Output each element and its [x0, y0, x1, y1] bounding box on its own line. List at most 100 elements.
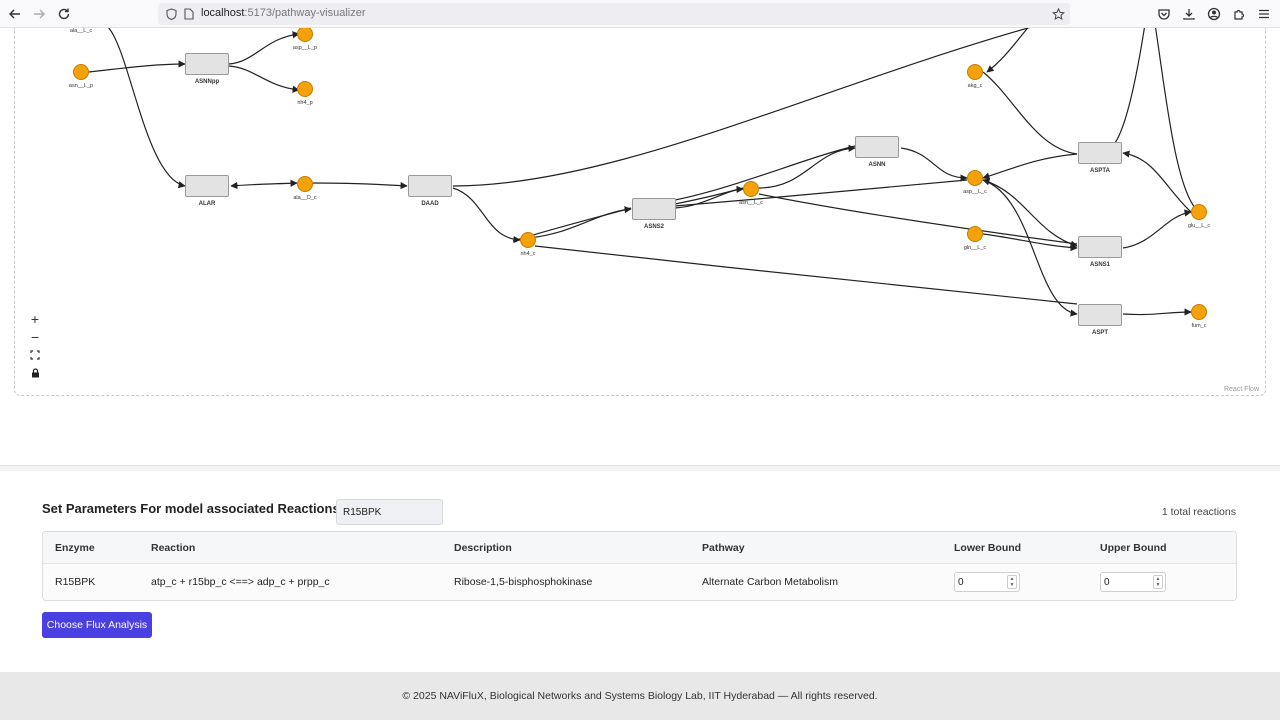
table-row: R15BPK atp_c + r15bp_c <==> adp_c + prpp… — [43, 564, 1236, 600]
cell-description: Ribose-1,5-bisphosphokinase — [454, 576, 593, 588]
reaction-label: ASNNpp — [194, 79, 220, 85]
flow-edge — [1114, 28, 1145, 144]
lower-bound-input[interactable]: 0 ▲▼ — [954, 572, 1020, 592]
choose-flux-analysis-button[interactable]: Choose Flux Analysis — [42, 612, 152, 638]
flow-edge — [1122, 209, 1192, 249]
reaction-node-alar[interactable] — [185, 175, 229, 197]
reload-icon[interactable] — [54, 4, 74, 24]
flow-edge — [1154, 28, 1198, 211]
reaction-label: ALAR — [198, 201, 216, 207]
address-bar[interactable]: localhost:5173/pathway-visualizer — [158, 3, 1070, 25]
flow-edge — [230, 179, 298, 190]
flow-edge — [534, 245, 1078, 305]
column-header-reaction: Reaction — [151, 542, 196, 554]
column-header-lower-bound: Lower Bound — [954, 542, 1022, 554]
footer-text: © 2025 NAViFluX, Biological Networks and… — [402, 690, 878, 702]
back-icon[interactable] — [5, 4, 25, 24]
metabolite-label: asp__L_c — [963, 189, 987, 195]
page-icon — [182, 7, 196, 21]
flow-edge — [674, 179, 968, 207]
metabolite-node-ala-d-c[interactable] — [297, 176, 313, 192]
flow-edge — [312, 182, 408, 190]
menu-icon[interactable] — [1254, 4, 1274, 24]
flow-edge — [982, 153, 1078, 180]
metabolite-label: asp__L_p — [292, 45, 318, 51]
cell-pathway: Alternate Carbon Metabolism — [702, 576, 838, 588]
spinner-icon[interactable]: ▲▼ — [1153, 575, 1163, 589]
flow-edge — [107, 28, 186, 189]
metabolite-label: akg_c — [967, 83, 983, 89]
flow-edge — [674, 145, 856, 201]
spinner-icon[interactable]: ▲▼ — [1007, 575, 1017, 589]
metabolite-node-asp-l-c[interactable] — [967, 170, 983, 186]
reaction-node-asnnpp[interactable] — [185, 53, 229, 75]
reaction-node-asns1[interactable] — [1078, 236, 1122, 258]
column-header-upper-bound: Upper Bound — [1100, 542, 1167, 554]
flow-edge — [88, 60, 186, 73]
metabolite-node-asn-l-p[interactable] — [73, 64, 89, 80]
flow-edge — [228, 31, 300, 65]
footer: © 2025 NAViFluX, Biological Networks and… — [0, 672, 1280, 720]
reaction-search-input[interactable] — [336, 499, 443, 525]
lock-button[interactable] — [27, 364, 43, 382]
flow-edge — [452, 28, 1031, 187]
zoom-in-button[interactable]: + — [30, 311, 40, 327]
metabolite-node-glu-l-c[interactable] — [1191, 204, 1207, 220]
zoom-out-button[interactable]: − — [30, 329, 40, 345]
metabolite-node-nh4-c[interactable] — [520, 232, 536, 248]
metabolite-label: ala__D_c — [293, 195, 317, 201]
flow-edge — [900, 147, 968, 182]
metabolite-node-asp-l-p[interactable] — [297, 28, 313, 42]
metabolite-label: nh4_p — [297, 100, 313, 106]
flow-edge — [982, 71, 1078, 155]
upper-bound-input[interactable]: 0 ▲▼ — [1100, 572, 1166, 592]
reaction-node-aspta[interactable] — [1078, 142, 1122, 164]
params-title: Set Parameters For model associated Reac… — [42, 501, 340, 516]
flow-edge — [528, 206, 632, 239]
reaction-label: DAAD — [421, 201, 439, 207]
metabolite-node-asn-l-c[interactable] — [743, 181, 759, 197]
metabolite-label: ala__L_c — [69, 28, 93, 34]
metabolite-label: glu__L_c — [1187, 223, 1211, 229]
flow-edge — [758, 193, 1078, 245]
flow-edge — [1122, 308, 1192, 316]
lock-icon — [31, 368, 39, 378]
section-divider — [0, 465, 1280, 471]
flow-edge — [986, 28, 1029, 73]
react-flow-attribution[interactable]: React Flow — [1223, 386, 1259, 393]
upper-bound-value: 0 — [1104, 576, 1110, 588]
pocket-icon[interactable] — [1154, 4, 1174, 24]
metabolite-label: fum_c — [1191, 323, 1207, 329]
flow-edges — [88, 28, 1198, 317]
table-header: Enzyme Reaction Description Pathway Lowe… — [43, 532, 1236, 564]
metabolite-node-fum-c[interactable] — [1191, 304, 1207, 320]
reactions-table: Enzyme Reaction Description Pathway Lowe… — [42, 531, 1237, 601]
reaction-label: ASNS2 — [643, 224, 664, 230]
fit-view-icon — [30, 350, 40, 360]
forward-icon[interactable] — [29, 4, 49, 24]
flow-edge — [674, 187, 744, 205]
reaction-node-aspt[interactable] — [1078, 304, 1122, 326]
bookmark-star-icon[interactable] — [1051, 7, 1065, 21]
reaction-label: ASPTA — [1090, 168, 1110, 174]
shield-icon[interactable] — [164, 7, 178, 21]
reaction-node-daad[interactable] — [408, 175, 452, 197]
metabolite-label: gln__L_c — [963, 245, 987, 251]
browser-toolbar: localhost:5173/pathway-visualizer — [0, 0, 1280, 28]
metabolite-node-gln-l-c[interactable] — [967, 226, 983, 242]
total-reactions-count: 1 total reactions — [1161, 506, 1236, 518]
extensions-icon[interactable] — [1229, 4, 1249, 24]
download-icon[interactable] — [1179, 4, 1199, 24]
reaction-label: ASPT — [1091, 330, 1108, 336]
metabolite-node-akg-c[interactable] — [967, 64, 983, 80]
pathway-flow-canvas[interactable]: ASNNpp ALAR DAAD ASNS2 ASNN ASPTA ASNS1 … — [14, 28, 1266, 396]
account-icon[interactable] — [1204, 4, 1224, 24]
metabolite-node-nh4-p[interactable] — [297, 81, 313, 97]
flow-edge — [982, 179, 1078, 317]
reaction-node-asns2[interactable] — [632, 198, 676, 220]
flow-edge — [982, 178, 1078, 248]
column-header-description: Description — [454, 542, 512, 554]
fit-view-button[interactable] — [27, 346, 43, 364]
reaction-label: ASNN — [868, 162, 886, 168]
reaction-node-asnn[interactable] — [855, 136, 899, 158]
